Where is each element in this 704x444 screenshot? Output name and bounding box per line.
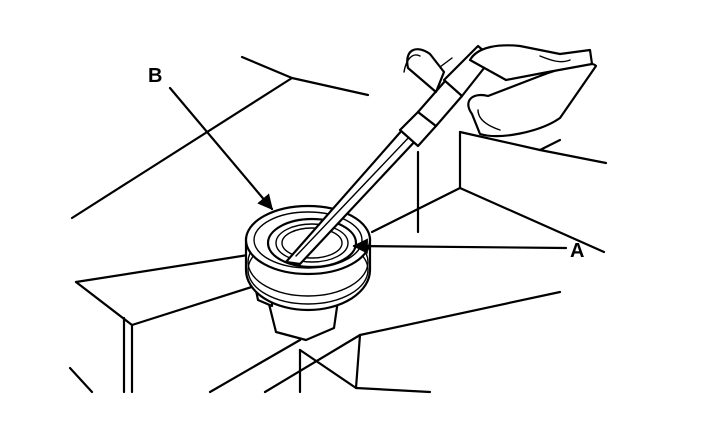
callout-a-label: A: [570, 240, 584, 262]
callout-b-label: B: [148, 65, 162, 87]
seal-assembly: [244, 204, 372, 312]
callout-a-leader: [352, 238, 568, 254]
hand: [403, 44, 598, 138]
housing-body: [68, 55, 608, 394]
callout-b-leader: [168, 86, 274, 211]
screwdriver: [284, 44, 494, 266]
